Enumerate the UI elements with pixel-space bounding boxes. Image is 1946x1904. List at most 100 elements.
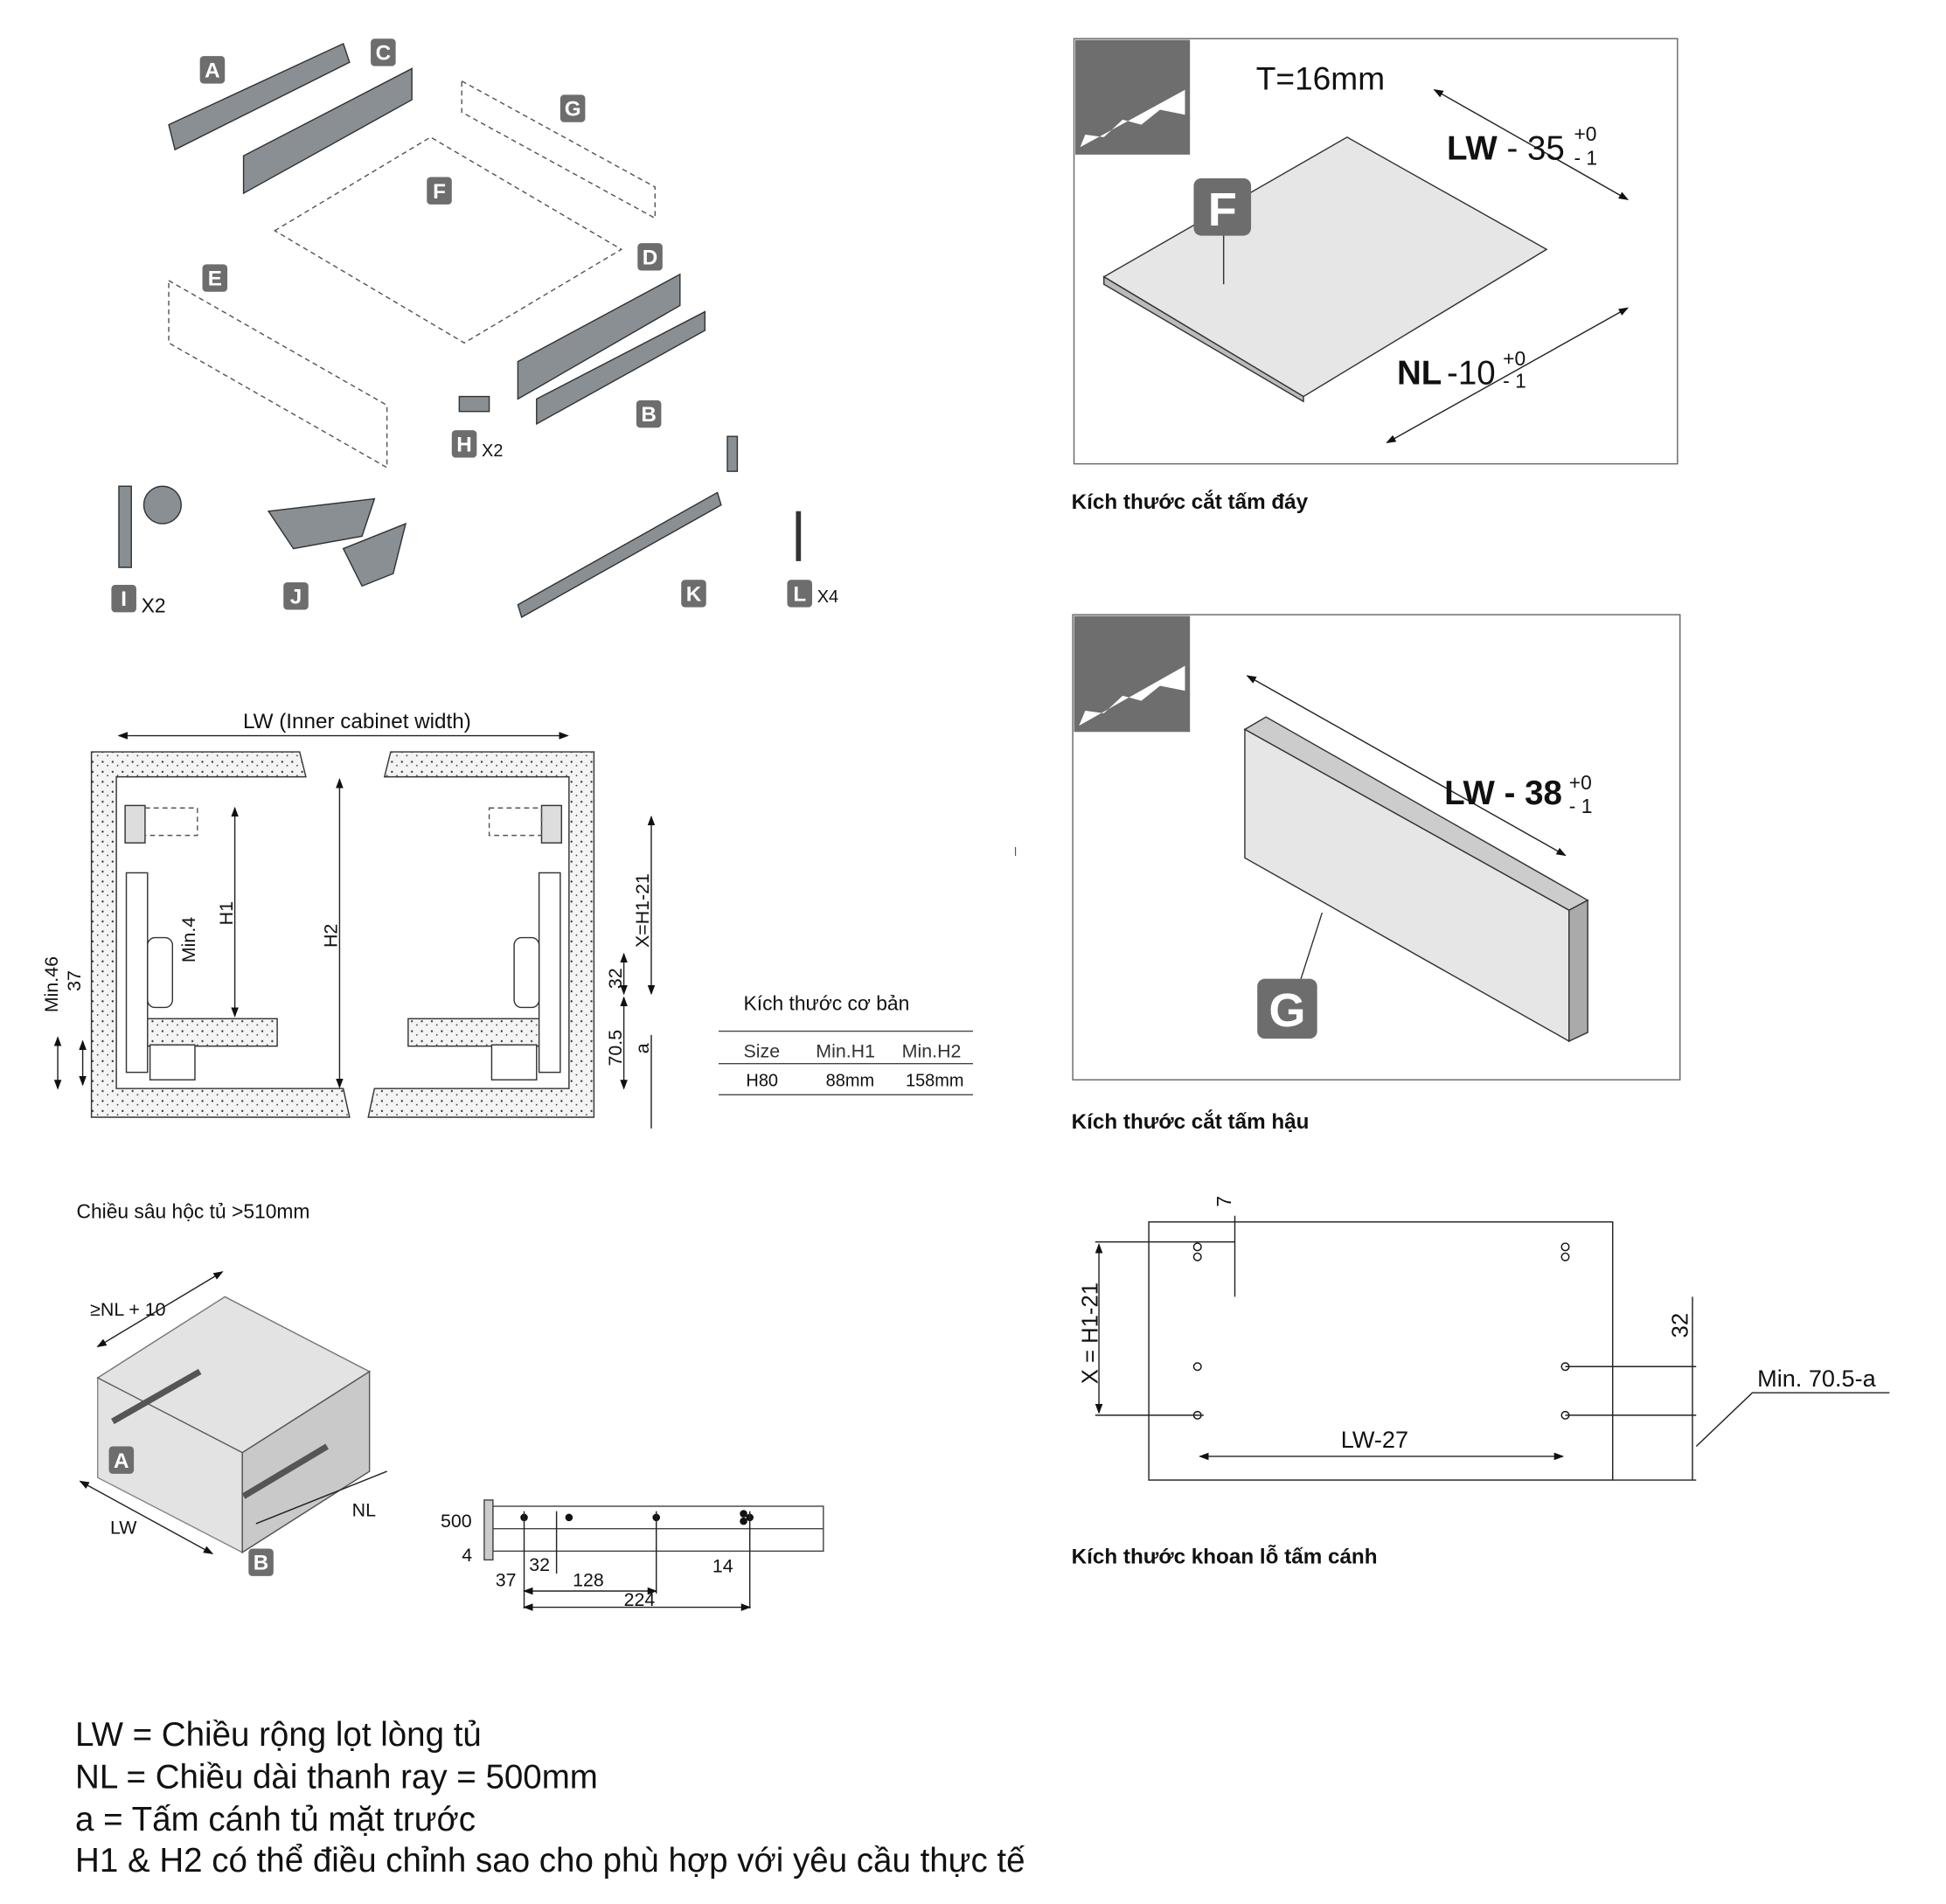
depth-lw-text: LW [110,1517,137,1538]
badge-l: L [787,580,813,608]
section-a-text: a [632,1043,653,1053]
section-d70_5-text: 70.5 [605,1030,626,1067]
part-k [517,491,722,619]
badge-j: J [283,582,309,610]
drill-d7-text: 7 [1213,1196,1235,1207]
depth-b-text: B [254,1552,269,1575]
part-j [267,497,376,550]
badge-g-large: G [1268,984,1305,1037]
stray-mark: ˡ [1014,845,1017,865]
parts-labels-4-text: E [208,268,222,291]
notes-2-text: a = Tấm cánh tủ mặt trước [75,1801,476,1838]
depth-nl_plus-text: ≥NL + 10 [90,1299,166,1320]
badge-f-large: F [1208,184,1237,236]
h-quantity: X2 [482,441,503,461]
section-min4-text: Min.4 [178,917,199,962]
bottom_panel-lw_tol_minus-text: - 1 [1574,146,1597,169]
drill-min-text: Min. 70.5-a [1757,1365,1876,1392]
badge-g: G [559,94,586,122]
legend-notes: LW = Chiều rộng lọt lòng tủ NL = Chiều d… [75,1716,1025,1880]
basic_table-headers-2-text: Min.H2 [902,1041,962,1062]
side-c [242,67,413,195]
badge-d: D [637,243,663,271]
basic_table-headers-0-text: Size [744,1041,781,1062]
rail-d128-text: 128 [573,1569,604,1590]
parts-labels-6-text: G [565,98,581,122]
rail-hole-diagram: 500 4 32 37 128 224 14 [441,1499,824,1611]
parts-labels-8-text: I [121,587,127,611]
side-d [517,273,681,400]
parts-labels-2-text: C [376,41,392,65]
back_panel-lw_tol_plus-text: +0 [1569,771,1592,794]
badge-f: F [427,177,452,205]
section-d37-text: 37 [64,970,85,991]
parts-labels-9-text: J [290,585,302,608]
section-h2-text: H2 [321,924,342,948]
back-panel-g [461,80,656,219]
bottom_panel-nl_dim-text: NL [1397,354,1442,392]
section-d32-text: 32 [605,968,626,989]
l-quantity: X4 [817,587,838,607]
parts-labels-1-text: B [641,403,657,427]
basic_table-rows-0-2-text: 158mm [906,1071,964,1090]
section-h1-text: H1 [216,901,237,925]
parts-labels-11-text: L [793,582,806,606]
runner-b [536,310,706,426]
part-badges: A B C D E F G H I J K L [111,38,813,613]
rail-len-text: 500 [441,1511,472,1532]
back_panel-lw_tol_minus-text: - 1 [1569,795,1593,817]
badge-b: B [636,400,662,428]
saw-icon [1074,39,1191,155]
back_panel-lw_dim-text: LW - 38 [1444,775,1562,812]
cabinet-section-diagram: LW (Inner cabinet width) H1 H2 Min.4 Min… [41,710,656,1129]
part-i [118,485,132,568]
rail-d37-text: 37 [496,1569,517,1590]
section-min46-text: Min.46 [41,956,62,1012]
basic_table-headers-1-text: Min.H1 [816,1041,875,1062]
thickness-label: T=16mm [1256,60,1385,97]
drill-lw27-text: LW-27 [1341,1426,1408,1453]
cabinet-isometric: ≥NL + 10 LW NL A B [79,1271,387,1576]
front-drilling-diagram: 7 X = H1-21 32 Min. 70.5-a LW-27 [1079,1196,1890,1481]
parts-labels-3-text: D [643,246,658,269]
depth-nl-text: NL [352,1499,376,1520]
runner-a [168,42,351,151]
notes-0-text: LW = Chiều rộng lọt lòng tủ [75,1716,482,1754]
front-drilling-caption: Kích thước khoan lỗ tấm cánh [1072,1545,1378,1569]
i-quantity: X2 [142,594,166,616]
rail-d32-text: 32 [529,1554,550,1575]
badge-h: H [451,430,477,458]
part-h [458,395,490,413]
bottom_panel-nl_minus-text: -10 [1447,354,1496,392]
badge-k: K [681,580,706,608]
front-panel-e [168,279,388,469]
bottom_panel-lw_dim-text: LW [1447,130,1498,168]
rail-d224-text: 224 [624,1589,656,1610]
section-lw_label-text: LW (Inner cabinet width) [243,710,471,733]
notes-1-text: NL = Chiều dài thanh ray = 500mm [75,1758,598,1796]
badge-c: C [371,38,396,66]
parts-labels-7-text: H [456,433,472,456]
bottom_panel-lw_tol_plus-text: +0 [1574,122,1596,145]
parts-labels-10-text: K [686,582,702,606]
table-title: Kích thước cơ bản [744,991,910,1014]
exploded-parts-diagram [118,42,802,619]
parts-labels-5-text: F [433,180,446,204]
badge-e: E [202,264,228,292]
depth-a-text: A [114,1449,129,1473]
basic_table-rows-0-0-text: H80 [746,1071,778,1090]
notes-3-text: H1 & H2 có thể điều chỉnh sao cho phù hợ… [75,1842,1025,1880]
bottom-panel-f [273,136,623,344]
drill-x_label-text: X = H1-21 [1079,1282,1103,1384]
rail-d14-text: 14 [712,1556,733,1577]
basic_table-rows-0-1-text: 88mm [826,1071,874,1090]
bottom_panel-nl_tol_minus-text: - 1 [1503,370,1526,393]
bottom-panel-cut-diagram: F T=16mm LW - 35 +0 - 1 NL -10 +0 - 1 [1073,38,1678,465]
bottom-panel-caption: Kích thước cắt tấm đáy [1072,490,1309,514]
back-panel-caption: Kích thước cắt tấm hậu [1072,1109,1310,1134]
section-x_label-text: X=H1-21 [632,873,653,948]
drill-d32-text: 32 [1668,1313,1692,1338]
rail-d4-text: 4 [462,1545,472,1566]
